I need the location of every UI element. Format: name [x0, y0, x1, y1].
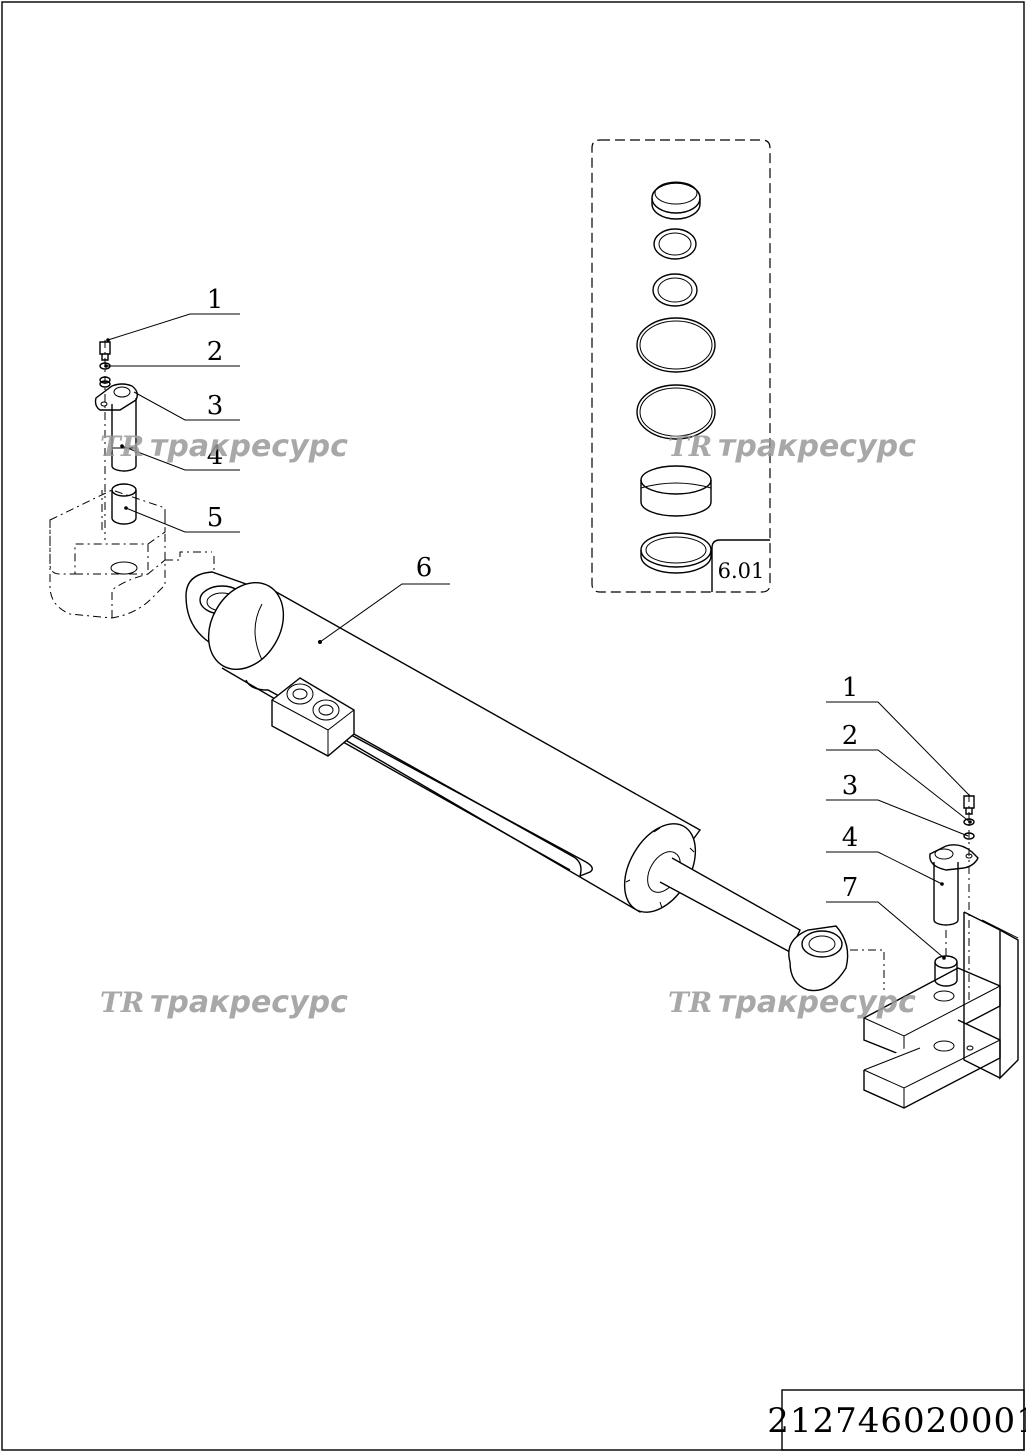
seal-kit-label-box — [711, 539, 770, 592]
watermark-logo: TR — [668, 986, 712, 1019]
watermark: TR тракресурс — [100, 429, 348, 464]
watermark-text: тракресурс — [150, 985, 348, 1020]
piston-o-ring — [636, 384, 716, 440]
port-block — [271, 677, 355, 757]
callout-left-3: 3 — [207, 391, 224, 421]
seal-ring-side — [651, 198, 701, 220]
left-frame-bracket — [49, 489, 212, 619]
pivot-pin — [111, 398, 137, 472]
bushing — [934, 955, 958, 969]
callout-right-7: 7 — [842, 873, 859, 903]
watermark-logo: TR — [100, 986, 144, 1019]
backup-ring-inner — [657, 277, 693, 303]
watermark: TR тракресурс — [100, 985, 348, 1020]
piston-seal-inner — [639, 320, 713, 370]
watermark-text: тракресурс — [150, 429, 348, 464]
barrel-rear-cap — [207, 581, 285, 671]
document-number: 212746020001 — [767, 1401, 1026, 1441]
hydraulic-line — [245, 679, 593, 877]
callout-left-4: 4 — [207, 441, 224, 471]
document-number-box — [781, 1389, 1025, 1451]
pivot-pin — [933, 862, 959, 926]
watermark-text: тракресурс — [718, 985, 916, 1020]
o-ring-inner — [658, 232, 692, 256]
bolt — [99, 341, 111, 355]
front-rod-eye — [788, 925, 849, 992]
callout-right-1: 1 — [842, 673, 859, 703]
seal-kit-label: 6.01 — [718, 559, 765, 583]
right-pin-assembly — [826, 701, 979, 1000]
bolt — [963, 795, 975, 809]
callout-left-2: 2 — [207, 337, 224, 367]
callout-right-4: 4 — [842, 823, 859, 853]
bushing — [111, 483, 137, 497]
callout-left-1: 1 — [207, 285, 224, 315]
hydraulic-cylinder — [185, 556, 885, 992]
watermark-logo: TR — [100, 430, 144, 463]
seal-kit-group: 6.01 — [591, 139, 771, 593]
backup-ring — [652, 273, 698, 307]
watermark: TR тракресурс — [668, 985, 916, 1020]
seal-ring-inner — [654, 181, 698, 205]
callout-right-3: 3 — [842, 771, 859, 801]
seal-kit-frame — [591, 139, 771, 593]
left-pin-assembly — [94, 313, 240, 540]
watermark-text: тракресурс — [718, 429, 916, 464]
watermark-logo: TR — [668, 430, 712, 463]
right-frame-bracket — [863, 911, 1019, 1109]
callout-left-5: 5 — [207, 503, 224, 533]
o-ring — [653, 228, 697, 260]
watermark: TR тракресурс — [668, 429, 916, 464]
piston-rod — [659, 857, 801, 953]
guide-bushing — [640, 465, 712, 517]
piston-seal — [636, 317, 716, 373]
rod-wiper-ring — [640, 532, 712, 574]
piston-o-ring-inner — [639, 387, 713, 437]
callout-right-2: 2 — [842, 721, 859, 751]
seal-ring — [651, 182, 701, 214]
callout-cylinder: 6 — [416, 553, 433, 583]
cylinder-barrel — [221, 583, 702, 913]
